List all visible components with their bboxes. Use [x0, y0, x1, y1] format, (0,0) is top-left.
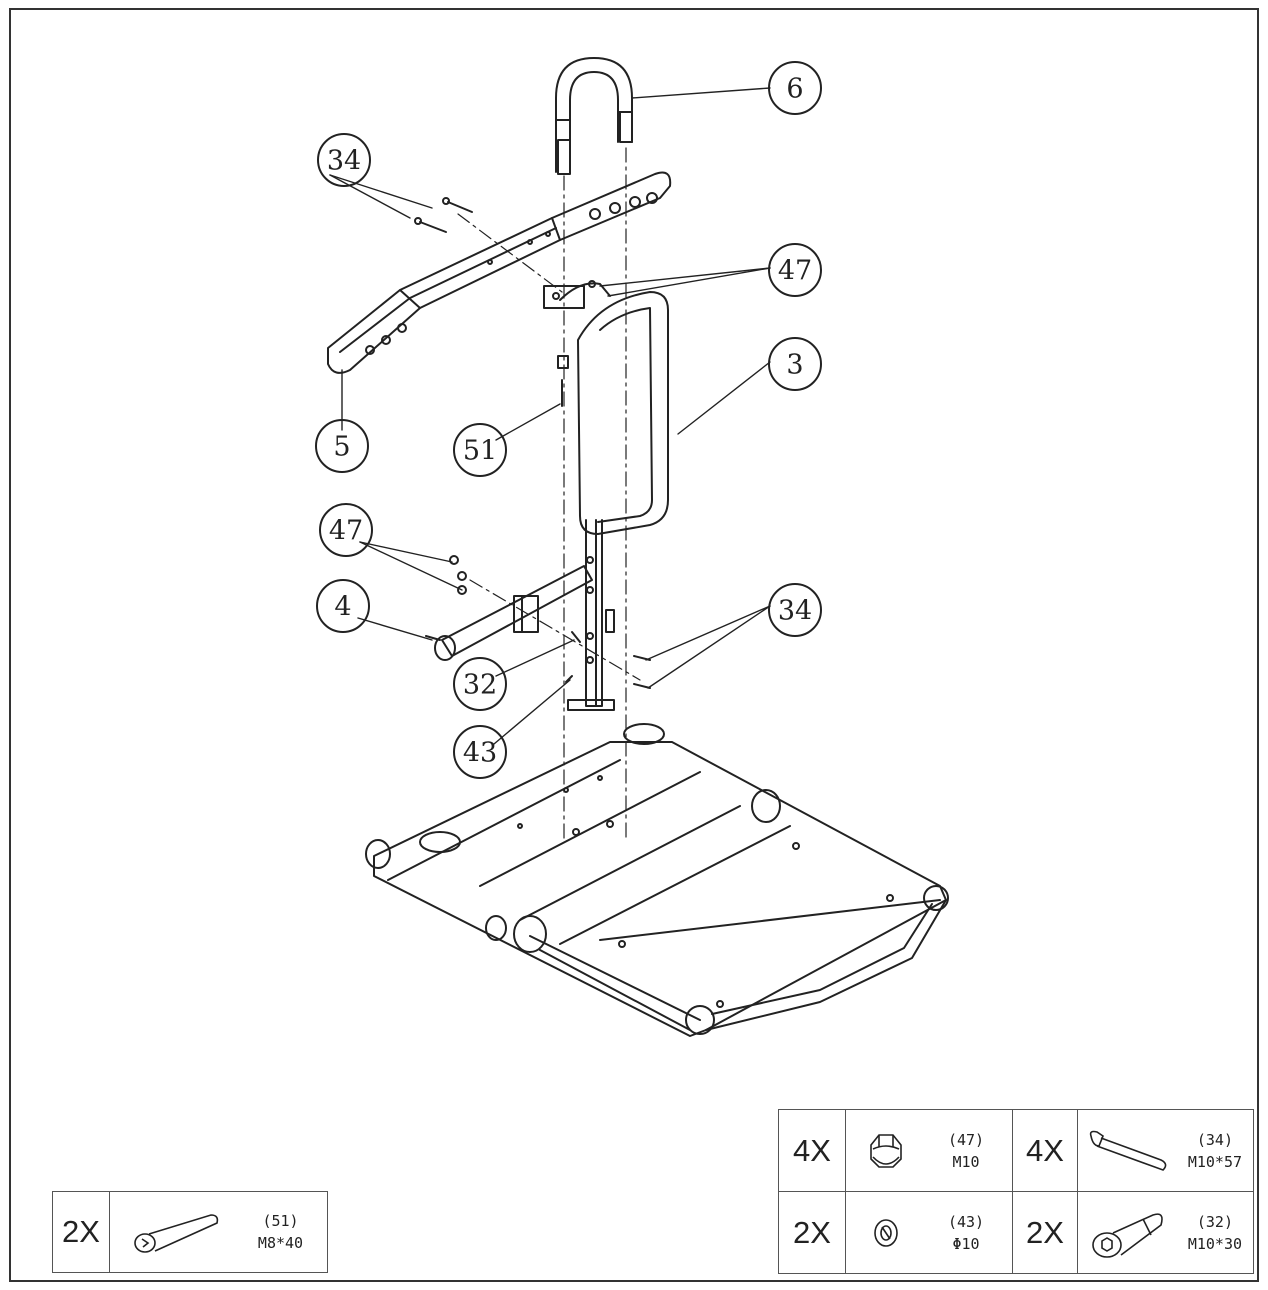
hardware-size: M8*40 [257, 1234, 304, 1252]
hardware-part-number: (51) [262, 1212, 299, 1230]
hardware-qty: 2X [52, 1191, 110, 1273]
callout-label-4: 4 [334, 592, 351, 623]
callout-label-47-top: 47 [778, 256, 812, 287]
hardware-qty: 4X [778, 1109, 846, 1192]
hardware-qty: 2X [778, 1191, 846, 1274]
hardware-table-main: 4X (47) M10 4X (34) M10*57 2X [778, 1109, 1254, 1274]
hardware-part-number: (43) [947, 1212, 985, 1231]
back-pad-part [543, 280, 669, 535]
washer-icon [845, 1191, 926, 1274]
callout-label-32: 32 [463, 670, 497, 701]
leader-lines [329, 87, 771, 745]
callout-label-34-mid: 34 [778, 596, 812, 627]
bolt-icon [109, 1191, 240, 1273]
center-lines [457, 147, 641, 841]
callout-label-51: 51 [463, 436, 497, 467]
hardware-part-number: (34) [1196, 1130, 1233, 1149]
base-frame-part [365, 723, 949, 1037]
cap-nut-icon [845, 1109, 926, 1192]
callout-label-6: 6 [786, 74, 803, 105]
callout-label-43: 43 [463, 738, 497, 769]
mast-column-part [567, 519, 615, 711]
bolt-long-icon [1076, 1109, 1183, 1192]
hardware-qty: 4X [1012, 1109, 1078, 1192]
hardware-size: Φ10 [952, 1234, 980, 1253]
hardware-size: M10 [952, 1152, 980, 1171]
hardware-spec: (32) M10*30 [1182, 1191, 1254, 1274]
loose-hardware [414, 197, 651, 689]
callout-circles [315, 61, 822, 779]
hardware-spec: (43) Φ10 [926, 1191, 1013, 1274]
callout-label-3: 3 [786, 350, 803, 381]
hardware-size: M10*57 [1187, 1152, 1243, 1171]
drawing-frame [9, 8, 1259, 1282]
crossbar-tube-part [434, 565, 593, 661]
hardware-spec: (47) M10 [926, 1109, 1013, 1192]
callout-label-47-mid: 47 [329, 516, 363, 547]
hardware-spec: (34) M10*57 [1182, 1109, 1254, 1192]
hardware-part-number: (47) [947, 1130, 985, 1149]
hardware-part-number: (32) [1196, 1212, 1233, 1231]
hardware-spec: (51) M8*40 [240, 1191, 328, 1273]
callout-label-5: 5 [333, 432, 350, 463]
callout-label-34-top: 34 [327, 146, 361, 177]
hardware-size: M10*30 [1187, 1234, 1243, 1253]
hardware-table-bolt-51: 2X (51) M8*40 [52, 1191, 328, 1273]
handle-part [555, 57, 633, 175]
hardware-qty: 2X [1012, 1191, 1078, 1274]
socket-bolt-icon [1076, 1191, 1183, 1274]
boom-arm-part [327, 171, 672, 374]
